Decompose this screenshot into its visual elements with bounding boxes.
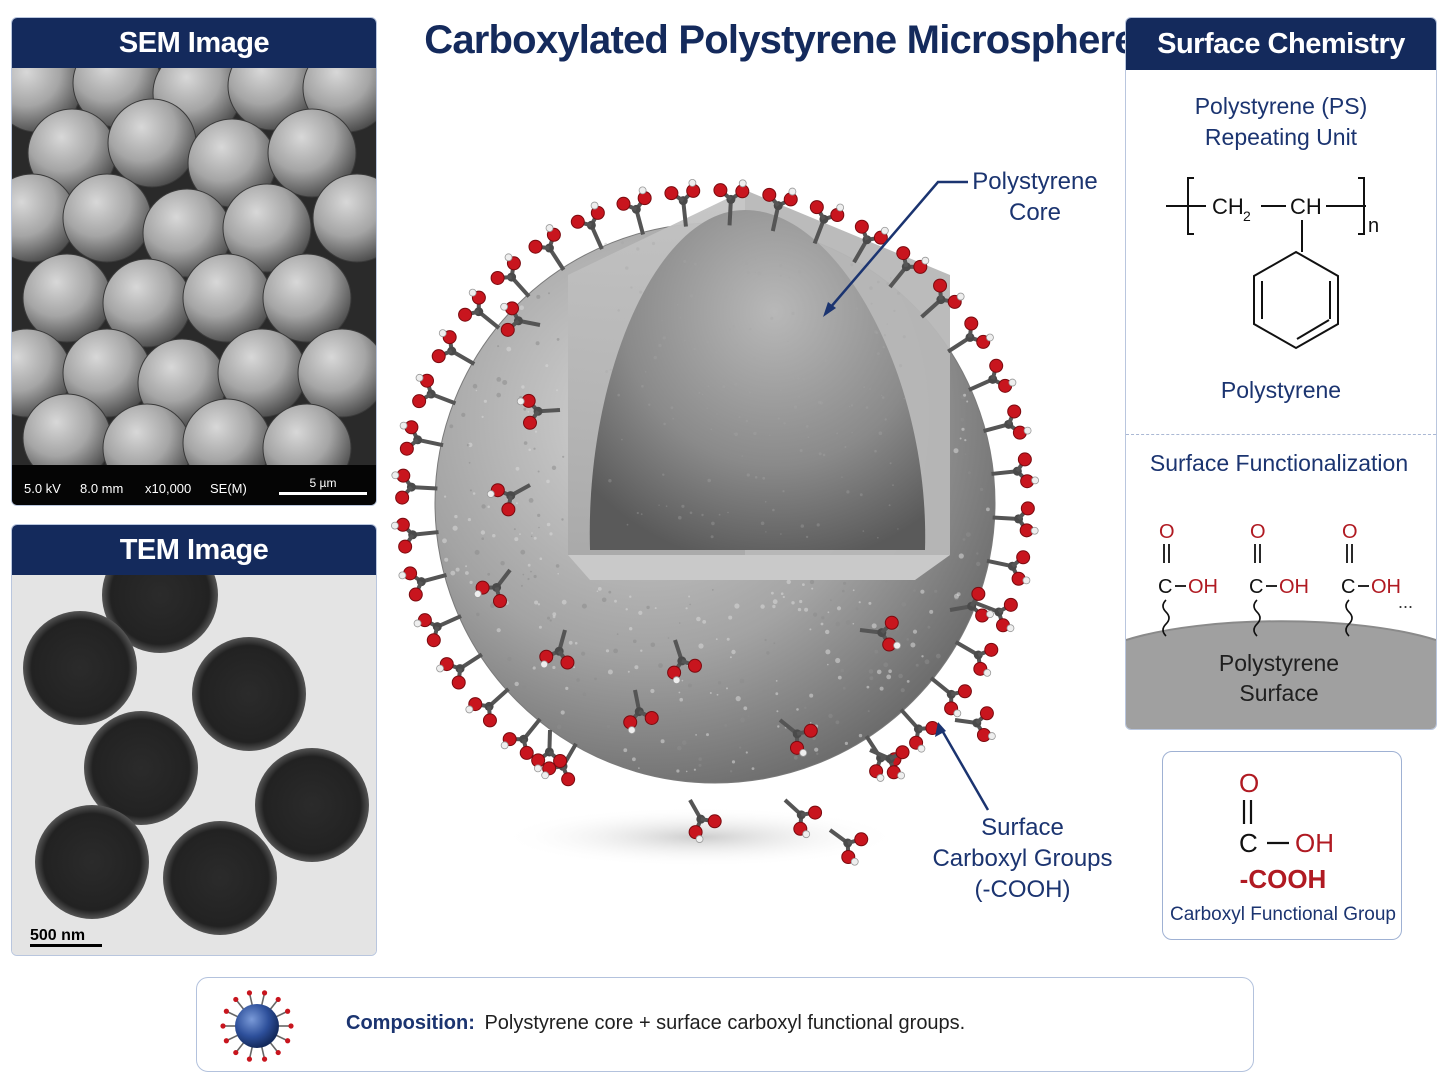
composition-text: Polystyrene core + surface carboxyl func… bbox=[484, 1012, 966, 1034]
surface-label-line-1: Polystyrene bbox=[1218, 650, 1340, 676]
svg-text:OH: OH bbox=[1371, 576, 1401, 598]
ch-text: CH bbox=[1290, 194, 1322, 219]
carboxyl-o: O bbox=[1239, 768, 1259, 798]
carboxyl-structure: O C OH bbox=[1239, 768, 1334, 858]
tem-scale-label: 500 nm bbox=[30, 927, 85, 944]
sem-distance: 8.0 mm bbox=[80, 481, 123, 496]
groups-label-line-2: Carboxyl Groups bbox=[932, 845, 1113, 872]
svg-text:C: C bbox=[1158, 576, 1172, 598]
microsphere-illustration bbox=[391, 179, 1039, 867]
microsphere-icon bbox=[220, 990, 294, 1062]
svg-text:C: C bbox=[1249, 576, 1263, 598]
svg-text:C: C bbox=[1341, 576, 1355, 598]
carboxyl-caption: Carboxyl Functional Group bbox=[1170, 904, 1396, 925]
sem-panel: SEM Image 5.0 kV 8.0 mm x10,000 SE(M) 5 … bbox=[11, 17, 377, 506]
tem-image: 500 nm bbox=[12, 575, 376, 955]
core-label: Polystyrene Core bbox=[965, 166, 1105, 228]
sem-mode: SE(M) bbox=[210, 481, 247, 496]
core-label-line-2: Core bbox=[1008, 199, 1062, 226]
composition-text-row: Composition: Polystyrene core + surface … bbox=[346, 1012, 965, 1035]
tem-panel: TEM Image 500 nm bbox=[11, 524, 377, 956]
svg-text:O: O bbox=[1342, 521, 1358, 543]
groups-arrow bbox=[941, 731, 990, 811]
groups-label: Surface Carboxyl Groups (-COOH) bbox=[930, 812, 1115, 905]
svg-text:O: O bbox=[1159, 521, 1175, 543]
sem-scale-bar bbox=[279, 492, 367, 495]
sem-image: 5.0 kV 8.0 mm x10,000 SE(M) 5 µm bbox=[12, 68, 376, 505]
composition-bar: Composition: Polystyrene core + surface … bbox=[196, 977, 1254, 1072]
tem-header: TEM Image bbox=[12, 525, 376, 575]
sem-magnification: x10,000 bbox=[145, 481, 191, 496]
functionalization-diagram: O C OH O C OH O C OH ... bbox=[1126, 521, 1436, 729]
groups-label-line-1: Surface bbox=[981, 814, 1064, 841]
section-divider bbox=[1126, 434, 1436, 435]
sem-voltage: 5.0 kV bbox=[24, 481, 61, 496]
tem-scale-bar bbox=[30, 944, 102, 947]
carboxyl-group-box: O C OH -COOH Carboxyl Functional Group bbox=[1162, 751, 1402, 940]
repeat-title-line-1: Polystyrene (PS) bbox=[1194, 93, 1368, 119]
func-ellipsis: ... bbox=[1398, 592, 1413, 612]
ch2-text: CH bbox=[1212, 194, 1244, 219]
functionalization-title: Surface Functionalization bbox=[1149, 450, 1409, 476]
repeat-unit-title: Polystyrene (PS) Repeating Unit bbox=[1126, 91, 1436, 153]
ch2-subscript: 2 bbox=[1243, 208, 1251, 224]
surface-label-line-2: Surface bbox=[1239, 680, 1319, 706]
svg-text:O: O bbox=[1250, 521, 1266, 543]
polystyrene-structure: CH 2 CH n bbox=[1166, 177, 1379, 350]
carboxyl-formula: -COOH bbox=[1239, 864, 1327, 894]
polystyrene-label: Polystyrene bbox=[1220, 377, 1342, 403]
groups-label-line-3: (-COOH) bbox=[974, 876, 1071, 903]
repeat-title-line-2: Repeating Unit bbox=[1204, 124, 1358, 150]
composition-label: Composition: bbox=[346, 1012, 475, 1034]
surface-chemistry-header: Surface Chemistry bbox=[1126, 18, 1436, 70]
main-title: Carboxylated Polystyrene Microsphere bbox=[424, 18, 1136, 62]
carboxyl-c: C bbox=[1239, 828, 1258, 858]
sem-header: SEM Image bbox=[12, 18, 376, 68]
svg-text:OH: OH bbox=[1188, 576, 1218, 598]
sem-scale-label: 5 µm bbox=[310, 476, 337, 490]
repeat-n: n bbox=[1368, 215, 1379, 237]
svg-text:OH: OH bbox=[1279, 576, 1309, 598]
core-label-line-1: Polystyrene bbox=[972, 168, 1098, 195]
surface-chemistry-panel: Surface Chemistry Polystyrene (PS) Repea… bbox=[1125, 17, 1437, 730]
core-arrow bbox=[829, 180, 968, 309]
surface-label: Polystyrene Surface bbox=[1126, 648, 1432, 708]
carboxyl-oh: OH bbox=[1295, 828, 1334, 858]
